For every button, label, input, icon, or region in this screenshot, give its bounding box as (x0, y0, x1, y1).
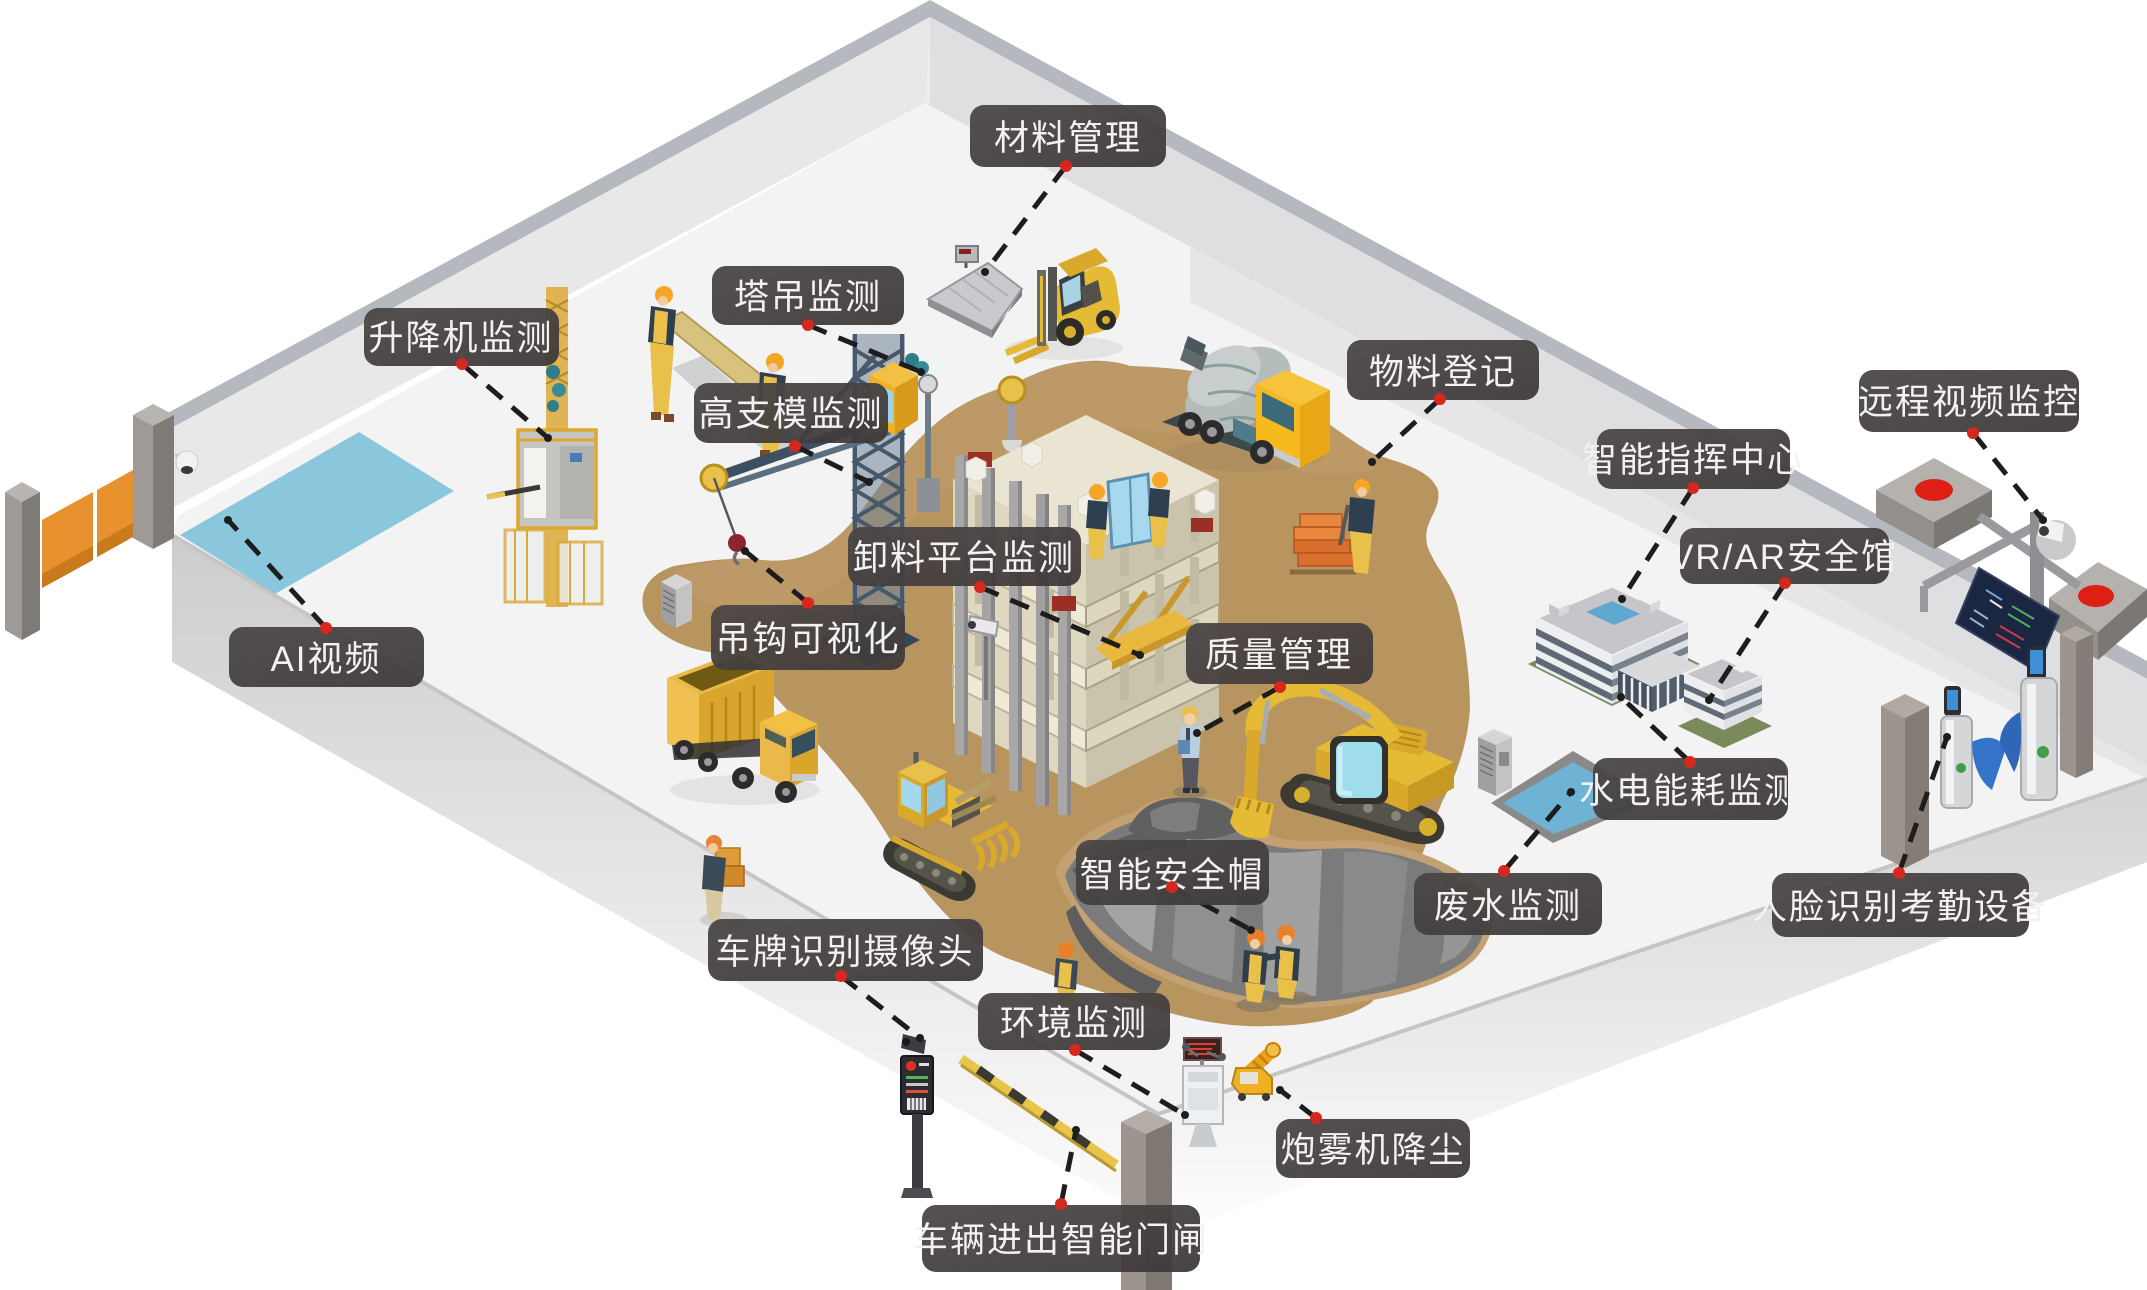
svg-text:车辆进出智能门闸: 车辆进出智能门闸 (913, 1221, 1209, 1260)
svg-text:升降机监测: 升降机监测 (368, 319, 553, 358)
svg-text:高支模监测: 高支模监测 (698, 395, 883, 434)
svg-text:智能指挥中心: 智能指挥中心 (1582, 441, 1804, 480)
svg-text:塔吊监测: 塔吊监测 (734, 278, 882, 317)
svg-text:VR/AR安全馆: VR/AR安全馆 (1670, 538, 1898, 577)
svg-text:质量管理: 质量管理 (1205, 636, 1353, 675)
svg-text:吊钩可视化: 吊钩可视化 (715, 620, 900, 659)
svg-text:AI视频: AI视频 (270, 640, 381, 679)
svg-text:卸料平台监测: 卸料平台监测 (853, 539, 1075, 578)
svg-text:车牌识别摄像头: 车牌识别摄像头 (715, 933, 974, 972)
svg-text:炮雾机降尘: 炮雾机降尘 (1280, 1131, 1465, 1170)
svg-text:远程视频监控: 远程视频监控 (1858, 383, 2080, 422)
svg-text:废水监测: 废水监测 (1434, 887, 1582, 926)
svg-text:环境监测: 环境监测 (1000, 1004, 1148, 1043)
svg-text:材料管理: 材料管理 (994, 119, 1142, 158)
svg-text:物料登记: 物料登记 (1369, 353, 1517, 392)
svg-text:人脸识别考勤设备: 人脸识别考勤设备 (1752, 888, 2048, 927)
svg-text:水电能耗监测: 水电能耗监测 (1579, 772, 1801, 811)
